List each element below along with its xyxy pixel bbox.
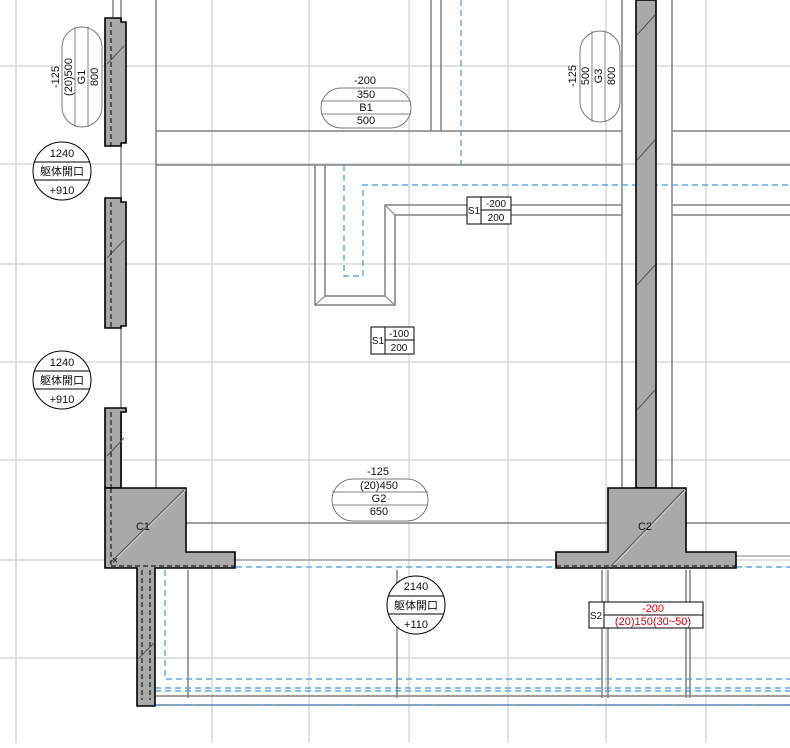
beam-label-g1[interactable]: -125 (20)500 G1 800 <box>50 26 103 128</box>
svg-text:B1: B1 <box>359 102 372 114</box>
svg-text:S1: S1 <box>468 206 481 217</box>
svg-text:800: 800 <box>606 67 618 85</box>
svg-text:-125: -125 <box>367 466 389 478</box>
beam-label-g2[interactable]: -125 (20)450 G2 650 <box>331 466 429 522</box>
beam-label-b1[interactable]: -200 350 B1 500 <box>320 75 412 129</box>
column-label: C2 <box>638 521 652 533</box>
svg-text:650: 650 <box>370 506 388 518</box>
svg-text:(20)500: (20)500 <box>63 58 75 96</box>
column-c2: C2 <box>555 0 737 569</box>
svg-text:-125: -125 <box>50 66 62 88</box>
svg-text:(20)450: (20)450 <box>360 480 398 492</box>
slab-tag-s2[interactable]: S2 -200 (20)150(30~50) <box>588 601 704 629</box>
slab-tag-s1-upper[interactable]: S1 -200 200 <box>466 196 512 225</box>
svg-text:350: 350 <box>357 89 375 101</box>
svg-text:1240: 1240 <box>50 357 74 369</box>
svg-text:-200: -200 <box>486 199 506 210</box>
column-label: C1 <box>136 521 150 533</box>
svg-text:-125: -125 <box>567 65 579 87</box>
svg-text:800: 800 <box>89 68 101 86</box>
left-wall-segments <box>104 17 127 489</box>
svg-text:+910: +910 <box>50 394 75 406</box>
svg-text:-100: -100 <box>389 329 409 340</box>
slab-tag-s1-lower[interactable]: S1 -100 200 <box>370 326 415 355</box>
svg-text:2140: 2140 <box>404 581 428 593</box>
opening-mark-2[interactable]: 1240 躯体開口 +910 <box>32 350 92 410</box>
svg-text:500: 500 <box>580 67 592 85</box>
svg-text:G3: G3 <box>593 69 605 84</box>
svg-text:-200: -200 <box>642 603 664 615</box>
svg-text:躯体開口: 躯体開口 <box>394 598 438 612</box>
column-c1: C1 × <box>104 487 236 707</box>
svg-text:(20)150(30~50): (20)150(30~50) <box>615 616 691 628</box>
svg-text:G1: G1 <box>76 70 88 85</box>
origin-cross-mark: × <box>112 555 118 567</box>
svg-text:+110: +110 <box>404 619 428 631</box>
svg-text:500: 500 <box>357 115 375 127</box>
opening-mark-1[interactable]: 1240 躯体開口 +910 <box>32 141 92 201</box>
svg-text:200: 200 <box>391 343 408 354</box>
svg-text:+910: +910 <box>50 185 75 197</box>
blue-dashed-reference-lines <box>155 0 790 706</box>
beam-label-g3[interactable]: -125 500 G3 800 <box>567 30 621 123</box>
beam-lines <box>112 0 790 706</box>
svg-text:-200: -200 <box>354 75 376 87</box>
svg-text:躯体開口: 躯体開口 <box>40 373 84 387</box>
slab-step-outline <box>314 165 622 306</box>
svg-text:1240: 1240 <box>50 148 74 160</box>
svg-text:S1: S1 <box>372 336 385 347</box>
svg-text:G2: G2 <box>372 493 387 505</box>
svg-text:S2: S2 <box>590 611 603 622</box>
svg-text:躯体開口: 躯体開口 <box>40 164 84 178</box>
svg-text:200: 200 <box>488 213 505 224</box>
opening-mark-3[interactable]: 2140 躯体開口 +110 <box>386 575 446 635</box>
